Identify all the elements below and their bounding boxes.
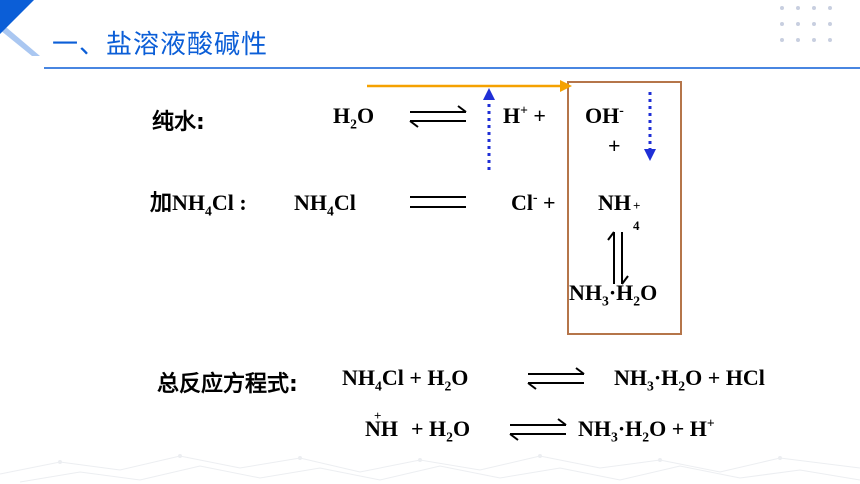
add-nh4cl-label: 加NH4Cl : [150, 190, 247, 219]
equilibrium-arrow-1 [409, 105, 467, 128]
equals-sign [410, 196, 466, 208]
orange-arrow [367, 80, 572, 92]
plus-sign: + [608, 133, 621, 158]
nh4cl-formula: NH4Cl [294, 190, 356, 219]
ammonium-ion: NH+4 [598, 190, 641, 233]
equilibrium-arrow-2 [527, 367, 585, 390]
hydrogen-ion: H+ + [503, 102, 546, 128]
blue-up-arrow [483, 88, 495, 170]
pure-water-label: 纯水: [152, 110, 205, 135]
overall-right-side: NH3·H2O + HCl [614, 365, 765, 394]
water-formula: H2O [333, 103, 375, 132]
chloride-ion: Cl- + [511, 189, 556, 215]
highlight-box [567, 81, 682, 335]
blue-down-arrow [644, 92, 656, 161]
vertical-equilibrium-arrow [607, 231, 629, 285]
bottom-network-decoration [0, 454, 860, 483]
decorative-dot-grid [780, 6, 832, 42]
equilibrium-arrow-3 [509, 418, 567, 441]
ionic-left-rest: + H2O [411, 416, 471, 445]
ionic-right-side: NH3·H2O + H+ [578, 415, 715, 445]
ionic-ammonium: NH+ [365, 408, 398, 441]
overall-left-side: NH4Cl + H2O [342, 365, 469, 394]
ammonia-hydrate: NH3·H2O [569, 280, 658, 309]
overall-equation-label: 总反应方程式: [157, 372, 298, 397]
header-band [0, 0, 860, 69]
section-title: 一、盐溶液酸碱性 [52, 30, 269, 60]
hydroxide-ion: OH- [585, 102, 624, 128]
